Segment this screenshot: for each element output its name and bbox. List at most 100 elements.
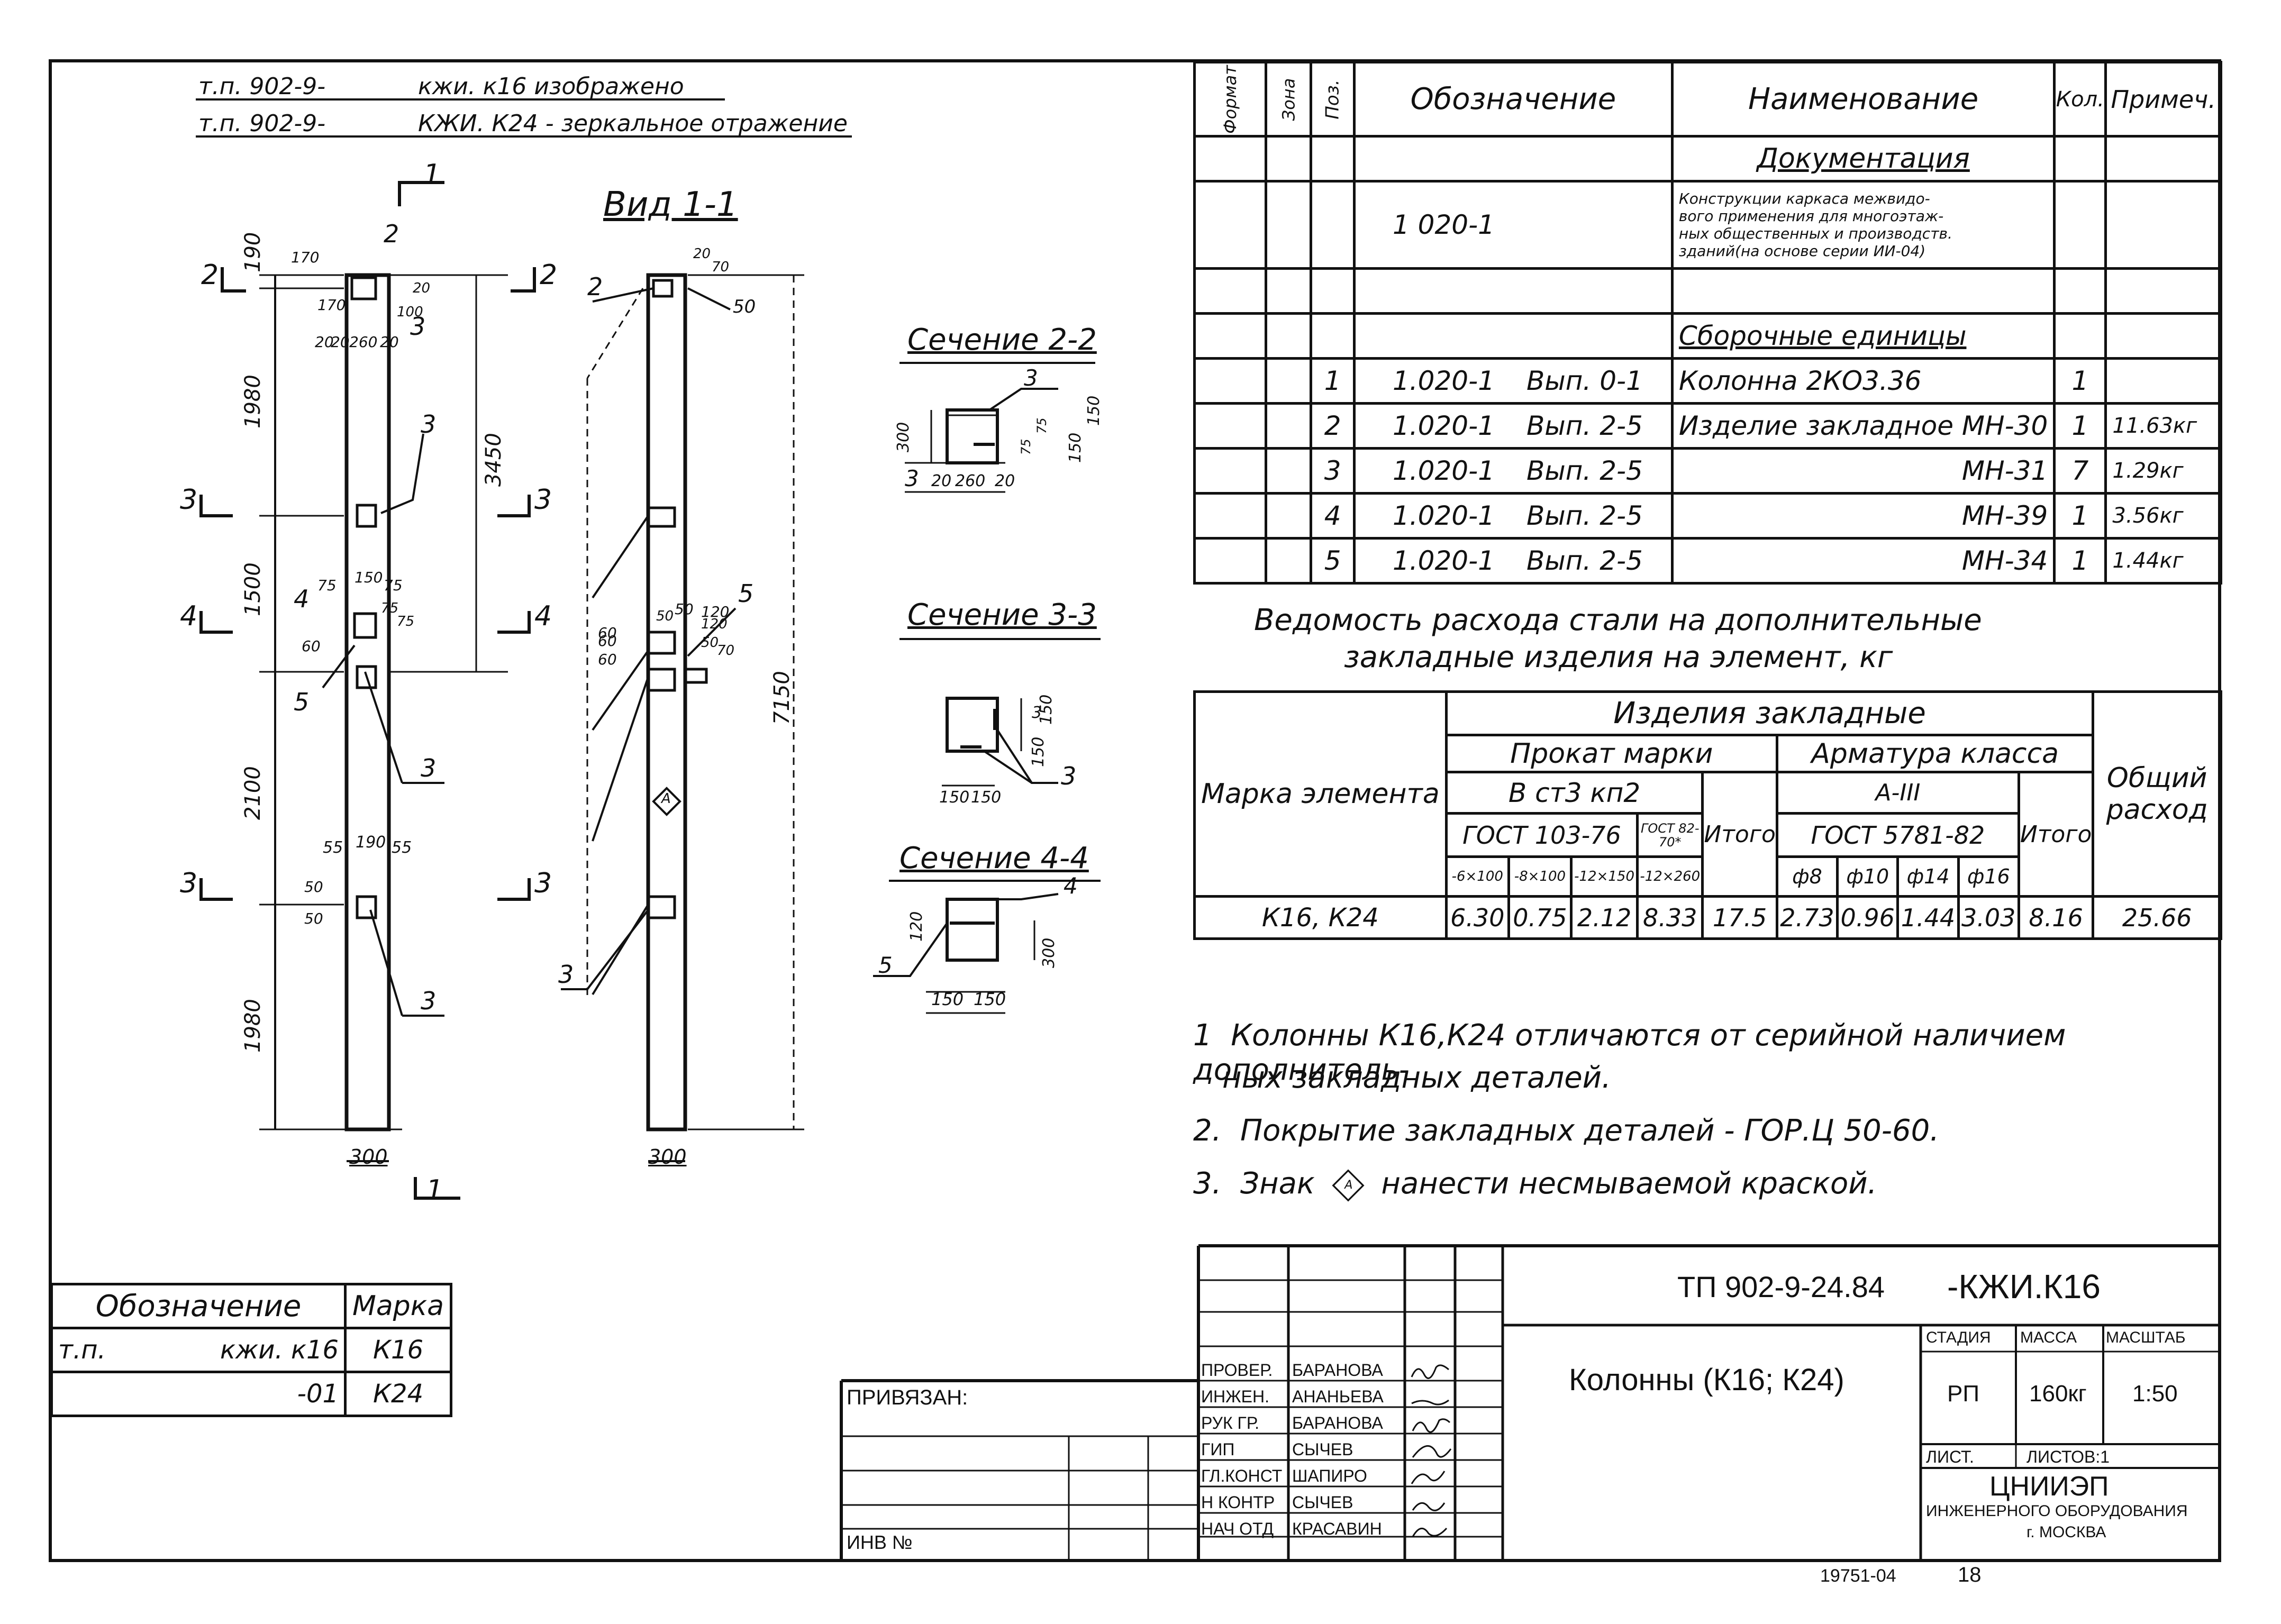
signature-marks [1411,1364,1452,1537]
sec44-dim: 150 [931,989,964,1009]
callout: 3 [1061,762,1077,790]
section-mark: 2 [201,259,219,291]
steel-header-mark: Марка элемента [1193,690,1448,898]
dim-small: 20 [331,333,350,351]
dim-label: 1500 [241,562,265,616]
spec-header-name: Наименование [1670,61,2056,138]
specification-table: Формат Зона Поз. Обозначение Наименовани… [1193,61,2222,585]
sec33-dim: 150 [971,788,1002,807]
dim-label: 300 [349,1145,388,1169]
tb-scale: 1:50 [2132,1381,2178,1407]
steel-size: -12×150 [1569,855,1639,898]
steel-size: ф8 [1775,855,1839,898]
section-4-4-title: Сечение 4-4 [899,841,1089,875]
section-mark: 3 [534,484,552,516]
steel-row: К16, К24 6.30 0.75 2.12 8.33 17.5 2.73 0… [1193,895,2222,940]
dim-small: 60 [598,651,617,668]
spec-header-pos: Поз. [1310,61,1356,138]
note-2: 2. Покрытие закладных деталей - ГОР.Ц 50… [1193,1114,1939,1148]
tb-sheets-header: ЛИСТОВ:1 [2026,1447,2110,1466]
dim-small: 55 [392,838,412,857]
steel-size: -6×100 [1444,855,1510,898]
dim-label: 190 [241,232,265,272]
steel-size: -12×260 [1636,855,1704,898]
dim-small: 260 [349,333,378,351]
diamond-a-icon: А [1331,1169,1365,1202]
spec-header-format: Формат [1193,61,1267,138]
tb-stage-header: СТАДИЯ [1926,1329,1991,1346]
spec-header-zone: Зона [1264,61,1313,138]
dim-small: 70 [717,643,735,659]
page-number: 18 [1958,1563,1982,1586]
callout: 2 [587,272,603,301]
steel-header-total-2: Итого [2017,771,2095,898]
section-mark: 4 [180,600,198,632]
steel-size: -8×100 [1507,855,1573,898]
dim-small: 50 [733,296,756,317]
bound-label: ПРИВЯЗАН: [847,1386,968,1409]
tb-sheet-code: -КЖИ.К16 [1947,1267,2101,1306]
dim-small: 50 [701,635,719,651]
tb-sheet-header: ЛИСТ. [1926,1447,1974,1466]
steel-header-rebar: Арматура класса [1775,734,2095,773]
steel-size: ф14 [1896,855,1960,898]
steel-consumption-table: Марка элемента Изделия закладные Общий р… [1193,690,2222,940]
dim-label: 300 [648,1145,687,1169]
spec-header-note: Примеч. [2104,61,2222,138]
callout: 5 [738,579,754,608]
legend-row: -01 К24 [50,1371,452,1417]
legend-table: Обозначение Марка т.п.кжи. к16 К16 -01 К… [50,1283,452,1417]
callout: 3 [421,754,437,782]
dim-small: 150 [355,569,383,586]
dim-small: 20 [693,246,711,262]
view-1-1-title: Вид 1-1 [603,185,738,224]
note-1-cont: ных закладных деталей. [1222,1061,1611,1095]
dim-small: 50 [656,608,674,624]
section-mark: 2 [540,259,558,291]
dim-small: 60 [598,624,617,642]
callout: 5 [294,688,310,716]
tb-org-3: г. МОСКВА [2026,1523,2106,1541]
tb-doc-code: ТП 902-9-24.84 [1677,1270,1885,1303]
section-3-3-title: Сечение 3-3 [907,598,1097,632]
steel-header-gost-1: ГОСТ 103-76 [1444,812,1639,858]
header-text-2: КЖИ. К24 - зеркальное отражение [418,110,848,137]
sec22-dim: 150 [1085,395,1103,426]
section-mark: 1 [423,159,441,190]
header-text-1: кжи. к16 изображено [418,73,684,100]
dim-small: 20 [315,333,334,351]
dim-small: 60 [598,632,617,650]
signer-roles: ПРОВЕР. ИНЖЕН. РУК ГР. ГИП ГЛ.КОНСТ Н КО… [1201,1361,1283,1538]
callout: 2 [384,220,399,248]
dim-small: 75 [384,577,403,594]
sec22-dim: 20 [931,472,952,490]
sec33-dim: 150 [939,788,970,807]
sec33-dim: 150 [1029,736,1048,767]
dim-small: 50 [675,600,694,618]
spec-doc-name: Конструкции каркаса межвидо- вого примен… [1670,180,2056,270]
legend-row: т.п.кжи. к16 К16 [50,1327,452,1373]
legend-header-code: Обозначение [50,1283,347,1329]
sec44-dim: 120 [907,911,926,942]
tb-mass-header: МАССА [2020,1329,2077,1346]
dim-label: 1980 [241,999,265,1053]
steel-header-overall: Общий расход [2092,690,2222,898]
steel-header-rolled: Прокат марки [1444,734,1778,773]
signer-names: БАРАНОВА АНАНЬЕВА БАРАНОВА СЫЧЕВ ШАПИРО … [1292,1361,1384,1538]
dim-small: 100 [397,304,423,320]
steel-header-gost-2: ГОСТ 82-70* [1636,812,1704,858]
tb-mass: 160кг [2029,1381,2087,1407]
callout: 5 [878,952,893,978]
dim-small: 60 [302,637,321,655]
steel-title-1: Ведомость расхода стали на дополнительны… [1254,603,1982,637]
dim-small: 75 [317,577,337,594]
dim-small: 170 [317,296,346,314]
tb-org-1: ЦНИИЭП [1989,1471,2109,1502]
callout: 4 [1064,873,1078,899]
section-mark: 1 [426,1174,444,1206]
diamond-mark-label: А [661,791,671,807]
dim-label: 3450 [481,433,506,487]
